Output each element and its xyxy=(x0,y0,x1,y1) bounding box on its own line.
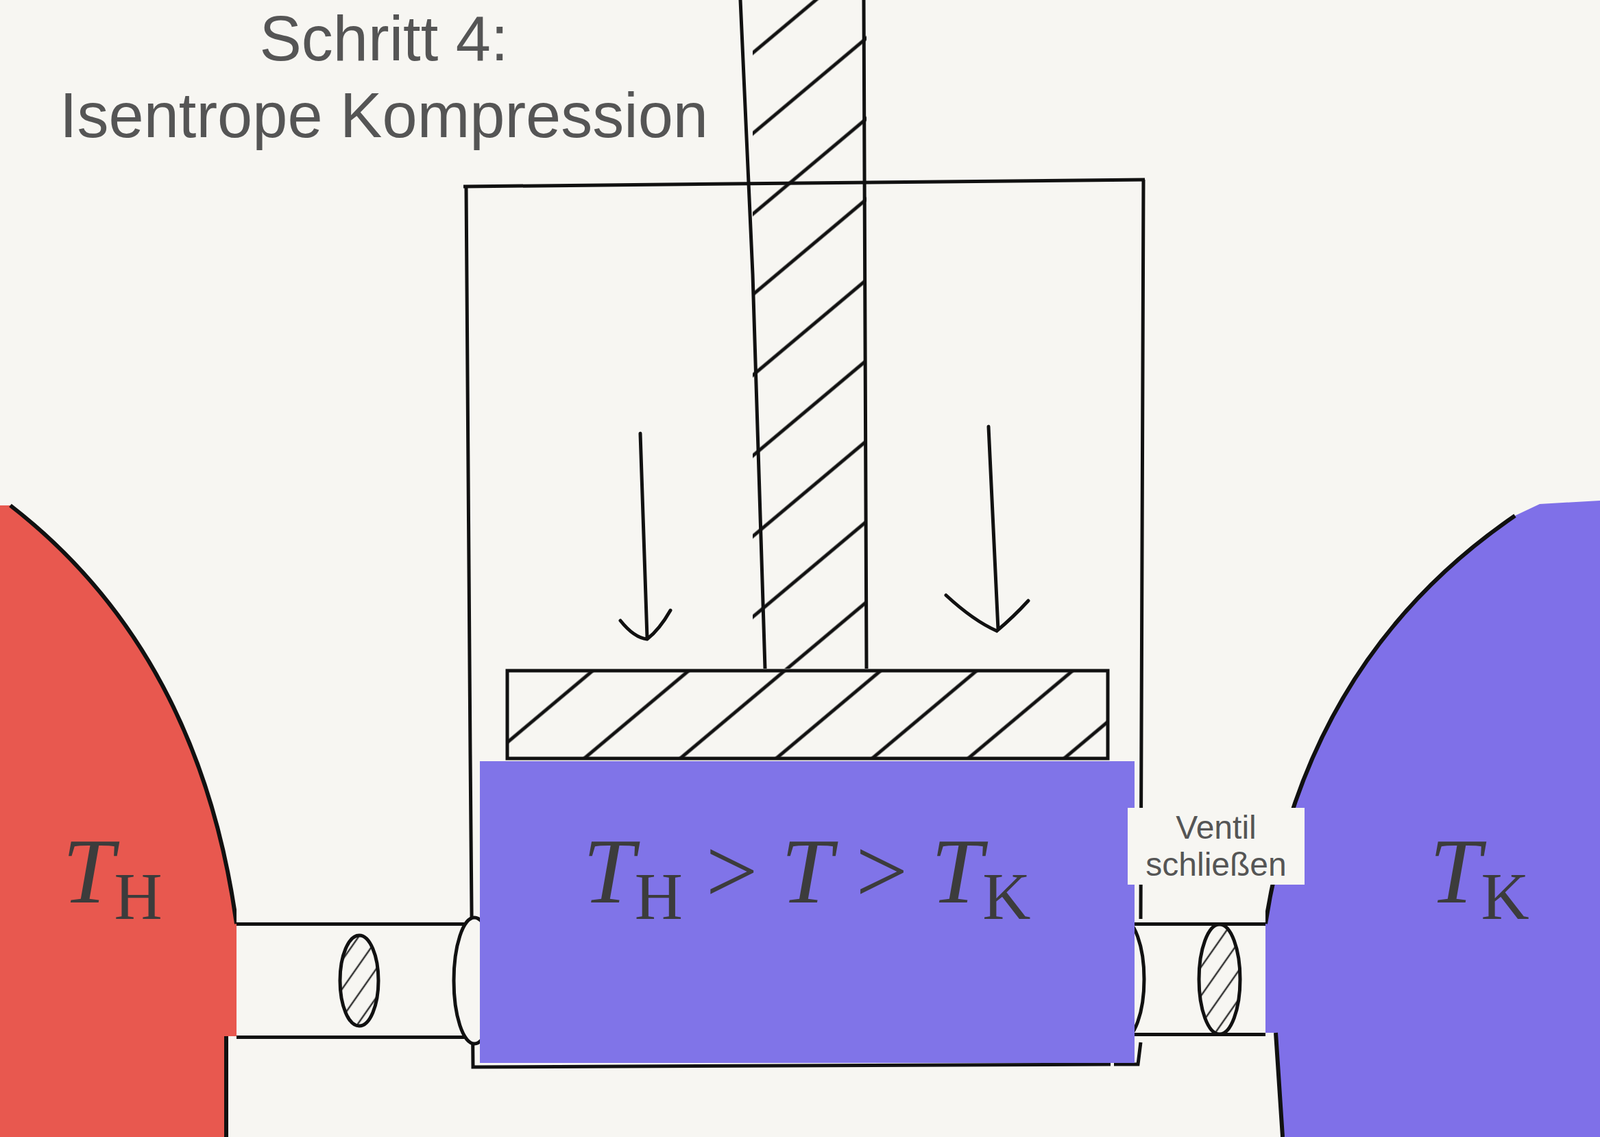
valve xyxy=(1198,924,1241,1034)
piston-plate xyxy=(507,670,1108,759)
hot-reservoir: TH xyxy=(0,500,237,1137)
pipe-wall xyxy=(236,922,480,1039)
valve-note: Ventil schließen xyxy=(1127,807,1305,885)
cold-reservoir: TK xyxy=(1265,500,1600,1137)
pipe-wall xyxy=(1134,922,1266,1036)
temperature-label: TK xyxy=(1429,824,1529,931)
reservoir-fill xyxy=(1265,500,1600,1137)
reservoir-shape xyxy=(0,500,237,1137)
compression-arrow xyxy=(946,426,1029,631)
step-title: Schritt 4: Isentrope Kompression xyxy=(20,0,748,154)
reservoir-outline xyxy=(10,505,237,1137)
reservoir-shape xyxy=(1265,500,1600,1137)
pipe-bore xyxy=(236,925,480,1036)
temperature-label: TH xyxy=(62,824,162,931)
piston-rod-outline xyxy=(740,0,867,669)
valve xyxy=(340,935,379,1026)
piston-rod xyxy=(752,0,867,669)
compression-arrow xyxy=(620,433,671,639)
reservoir-fill xyxy=(0,505,237,1137)
working-gas: TH > T > TK xyxy=(479,760,1135,1063)
temperature-label: TH > T > TK xyxy=(583,824,1032,931)
